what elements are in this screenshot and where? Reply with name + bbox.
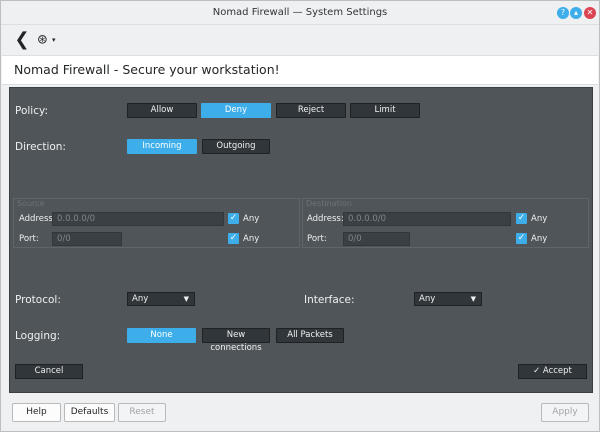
source-address-input[interactable]: 0.0.0.0/0	[52, 212, 224, 226]
maximize-icon[interactable]: ▴	[570, 7, 582, 19]
policy-reject-button[interactable]: Reject	[276, 103, 346, 118]
interface-label: Interface:	[304, 294, 355, 306]
destination-port-any-checkbox[interactable]: ✓	[516, 233, 527, 244]
lifebuoy-icon: ⊛	[37, 32, 48, 48]
protocol-select[interactable]: Any ▼	[127, 292, 195, 306]
source-address-label: Address:	[19, 214, 56, 224]
protocol-select-value: Any	[132, 294, 149, 304]
reset-button[interactable]: Reset	[118, 403, 166, 422]
page-header: Nomad Firewall - Secure your workstation…	[2, 55, 598, 85]
help-menu-button[interactable]: ⊛ ▾	[37, 30, 61, 50]
source-port-label: Port:	[19, 234, 39, 244]
dropdown-arrow-icon: ▼	[183, 295, 189, 303]
bottom-bar: Help Defaults Reset Apply	[1, 397, 599, 431]
policy-deny-button[interactable]: Deny	[201, 103, 271, 118]
logging-label: Logging:	[15, 330, 61, 342]
destination-address-any-label: Any	[531, 214, 548, 224]
window-title: Nomad Firewall — System Settings	[212, 7, 388, 18]
source-group: Source Address: 0.0.0.0/0 ✓ Any Port: 0/…	[13, 198, 300, 248]
destination-address-any-checkbox[interactable]: ✓	[516, 213, 527, 224]
checkmark-icon: ✓	[533, 366, 541, 376]
policy-label: Policy:	[15, 105, 48, 117]
direction-label: Direction:	[15, 141, 66, 153]
defaults-button[interactable]: Defaults	[64, 403, 115, 422]
destination-address-label: Address:	[307, 214, 344, 224]
logging-none-button[interactable]: None	[127, 328, 196, 343]
destination-port-label: Port:	[307, 234, 327, 244]
back-arrow-icon[interactable]: ❮	[14, 29, 30, 50]
interface-select-value: Any	[419, 294, 436, 304]
interface-select[interactable]: Any ▼	[414, 292, 482, 306]
cancel-button[interactable]: Cancel	[15, 364, 83, 379]
chevron-down-icon: ▾	[52, 36, 56, 44]
close-icon[interactable]: ✕	[584, 7, 596, 19]
destination-group-title: Destination	[306, 199, 352, 208]
accept-label: Accept	[542, 366, 572, 376]
destination-port-input[interactable]: 0/0	[343, 232, 410, 246]
policy-allow-button[interactable]: Allow	[127, 103, 197, 118]
direction-incoming-button[interactable]: Incoming	[127, 139, 197, 154]
accept-button[interactable]: ✓ Accept	[518, 364, 587, 379]
apply-button[interactable]: Apply	[541, 403, 589, 422]
logging-all-packets-button[interactable]: All Packets	[276, 328, 344, 343]
logging-new-connections-button[interactable]: New connections	[202, 328, 270, 353]
destination-group: Destination Address: 0.0.0.0/0 ✓ Any Por…	[302, 198, 589, 248]
dropdown-arrow-icon: ▼	[470, 295, 476, 303]
source-address-any-checkbox[interactable]: ✓	[228, 213, 239, 224]
destination-address-input[interactable]: 0.0.0.0/0	[343, 212, 511, 226]
source-address-any-label: Any	[243, 214, 260, 224]
policy-limit-button[interactable]: Limit	[350, 103, 420, 118]
source-port-any-checkbox[interactable]: ✓	[228, 233, 239, 244]
source-group-title: Source	[17, 199, 45, 208]
page-title: Nomad Firewall - Secure your workstation…	[14, 62, 280, 77]
source-port-any-label: Any	[243, 234, 260, 244]
protocol-label: Protocol:	[15, 294, 61, 306]
rule-editor-panel: Policy: Allow Deny Reject Limit Directio…	[9, 87, 593, 393]
toolbar: ❮ ⊛ ▾	[1, 26, 599, 54]
destination-port-any-label: Any	[531, 234, 548, 244]
direction-outgoing-button[interactable]: Outgoing	[202, 139, 270, 154]
source-port-input[interactable]: 0/0	[52, 232, 122, 246]
title-bar: Nomad Firewall — System Settings ? ▴ ✕	[1, 1, 599, 25]
help-button[interactable]: Help	[12, 403, 61, 422]
context-help-icon[interactable]: ?	[557, 7, 569, 19]
